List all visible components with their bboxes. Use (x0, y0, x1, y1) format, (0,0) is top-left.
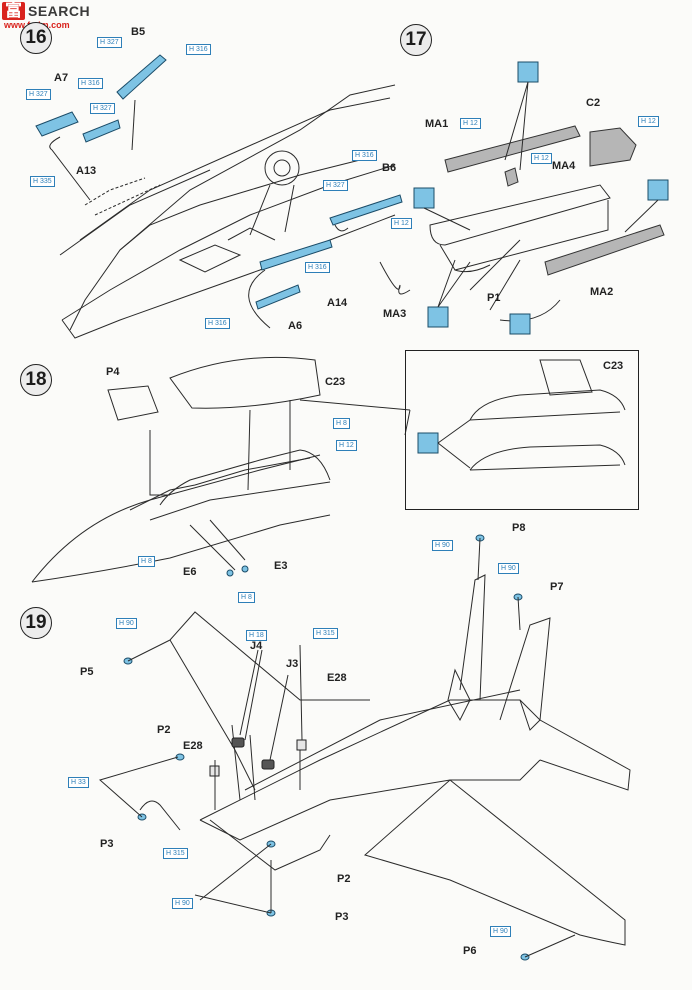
step17-diamond-markers (413, 61, 669, 335)
paint-code-tag: H 33 (68, 777, 89, 788)
paint-code-tag: H 316 (186, 44, 211, 55)
part-label-p3-left: P3 (100, 838, 114, 850)
part-label-p8: P8 (512, 522, 526, 534)
paint-code-tag: H 316 (305, 262, 330, 273)
part-label-p7: P7 (550, 581, 564, 593)
step19-grey-parts (209, 737, 307, 777)
canopy-detail-inset (405, 350, 639, 510)
paint-code-tag: H 8 (138, 556, 155, 567)
paint-code-tag: H 327 (97, 37, 122, 48)
paint-code-tag: H 8 (238, 592, 255, 603)
part-label-p3-lower: P3 (335, 911, 349, 923)
part-label-b5: B5 (131, 26, 146, 38)
step-number-19: 19 (20, 607, 52, 639)
step17-drawing (379, 184, 611, 322)
step18-inset-drawing (299, 359, 626, 471)
part-label-j3: J3 (286, 658, 299, 670)
paint-code-tag: H 316 (205, 318, 230, 329)
step18-nose-drawing (31, 356, 331, 583)
paint-code-tag: H 12 (638, 116, 659, 127)
part-label-c23-inset: C23 (603, 360, 624, 372)
part-label-c23: C23 (325, 376, 346, 388)
step16-fuselage-drawing (59, 84, 396, 339)
step16-leader-lines (49, 99, 349, 329)
part-label-e6: E6 (183, 566, 197, 578)
watermark-brand: 富 (2, 2, 25, 20)
part-label-a14: A14 (327, 297, 348, 309)
paint-code-tag: H 90 (116, 618, 137, 629)
part-label-c2: C2 (586, 97, 601, 109)
step19-aircraft-drawing (139, 574, 631, 946)
paint-code-tag: H 8 (333, 418, 350, 429)
paint-code-tag: H 12 (460, 118, 481, 129)
watermark-text: SEARCH (28, 3, 91, 19)
step-number-18: 18 (20, 364, 52, 396)
paint-code-tag: H 90 (498, 563, 519, 574)
paint-code-tag: H 327 (90, 103, 115, 114)
part-label-j4: J4 (250, 640, 263, 652)
part-label-a7: A7 (54, 72, 69, 84)
step-number-17: 17 (400, 24, 432, 56)
part-label-ma3: MA3 (383, 308, 407, 320)
part-label-b6: B6 (382, 162, 397, 174)
paint-code-tag: H 327 (26, 89, 51, 100)
paint-code-tag: H 90 (432, 540, 453, 551)
step18-blue-parts (226, 565, 249, 577)
part-label-p4: P4 (106, 366, 120, 378)
paint-code-tag: H 315 (313, 628, 338, 639)
step16-blue-parts (35, 54, 403, 310)
paint-code-tag: H 90 (172, 898, 193, 909)
paint-code-tag: H 12 (531, 153, 552, 164)
part-label-p6: P6 (463, 945, 477, 957)
paint-code-tag: H 12 (391, 218, 412, 229)
part-label-a6: A6 (288, 320, 303, 332)
paint-code-tag: H 327 (323, 180, 348, 191)
paint-code-tag: H 316 (78, 78, 103, 89)
part-label-p2-lower: P2 (337, 873, 351, 885)
step17-grey-parts (444, 125, 665, 276)
paint-code-tag: H 12 (336, 440, 357, 451)
part-label-a13: A13 (76, 165, 97, 177)
part-label-ma1: MA1 (425, 118, 449, 130)
part-label-p2-left: P2 (157, 724, 171, 736)
paint-code-tag: H 335 (30, 176, 55, 187)
paint-code-tag: H 315 (163, 848, 188, 859)
step19-leader-lines (98, 537, 576, 958)
part-label-ma2: MA2 (590, 286, 614, 298)
part-label-ma4: MA4 (552, 160, 576, 172)
part-label-e28: E28 (327, 672, 347, 684)
part-label-p1: P1 (487, 292, 501, 304)
part-label-e3: E3 (274, 560, 288, 572)
step-number-16: 16 (20, 22, 52, 54)
paint-code-tag: H 316 (352, 150, 377, 161)
part-label-e28-left: E28 (183, 740, 203, 752)
part-label-p5: P5 (80, 666, 94, 678)
watermark-logo: 富 SEARCH (2, 2, 90, 20)
paint-code-tag: H 90 (490, 926, 511, 937)
paint-code-tag: H 18 (246, 630, 267, 641)
